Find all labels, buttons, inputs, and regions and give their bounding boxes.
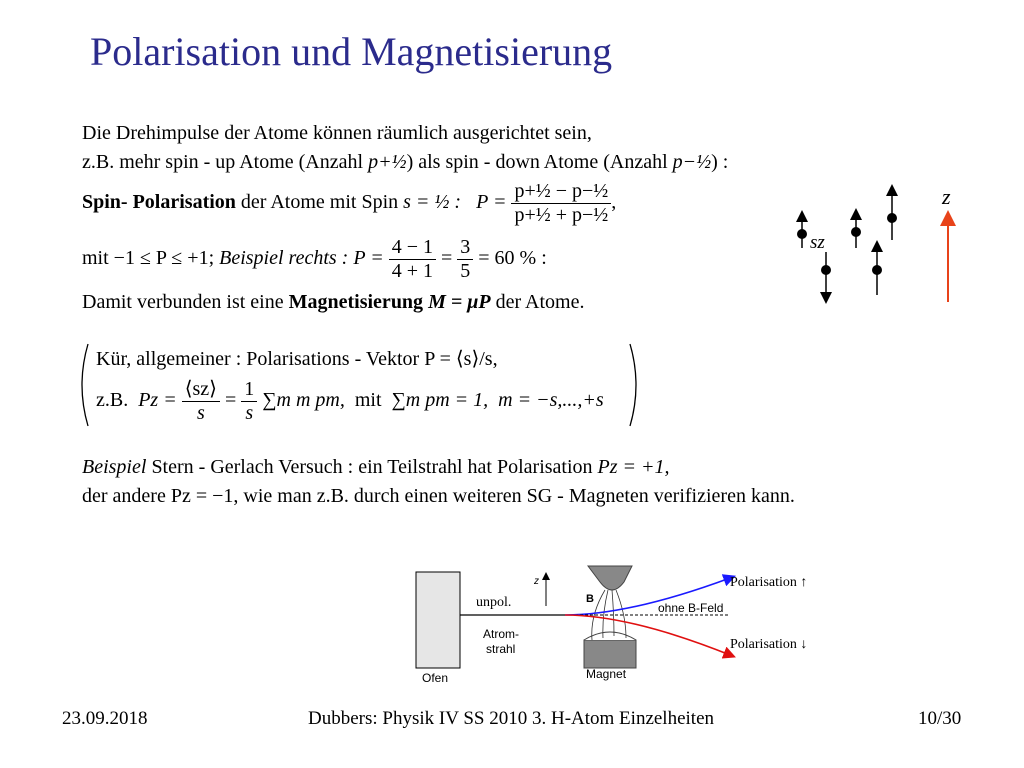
spinpol-s: s = ½ : <box>403 191 462 214</box>
footer-page-number: 10/30 <box>918 708 962 729</box>
magnetisierung-line: Damit verbunden ist eine Magnetisierung … <box>82 291 584 314</box>
atom-dot <box>797 229 807 239</box>
damit-a: Damit verbunden ist eine <box>82 291 289 313</box>
intro-2b: ) als spin - down Atome (Anzahl <box>406 151 673 173</box>
ex-num1: 4 − 1 <box>388 236 436 260</box>
beispiel-text: Stern - Gerlach Versuch : ein Teilstrahl… <box>146 456 598 478</box>
intro-line-2: z.B. mehr spin - up Atome (Anzahl p+½) a… <box>82 151 728 174</box>
intro-line-1: Die Drehimpulse der Atome können räumlic… <box>82 122 592 144</box>
oven-box <box>415 571 461 669</box>
kur-num: ⟨sz⟩ <box>181 378 220 402</box>
atom-dot <box>887 213 897 223</box>
strahl-label: strahl <box>486 642 515 656</box>
pol-up-label: Polarisation ↑ <box>730 575 807 590</box>
kur-mit: mit <box>354 389 382 412</box>
page-title: Polarisation und Magnetisierung <box>90 29 613 74</box>
unpol-label: unpol. <box>476 595 511 610</box>
comma: , <box>611 191 617 214</box>
atom-dot <box>872 265 882 275</box>
magnet-top <box>587 565 633 591</box>
atom-dot <box>821 265 831 275</box>
beispiel-label: Beispiel <box>82 456 147 478</box>
z-axis-label: z <box>941 184 951 209</box>
kur-den2: s <box>245 402 254 424</box>
pol-down-label: Polarisation ↓ <box>730 637 807 652</box>
ex-den2: 5 <box>460 260 471 282</box>
footer-title: Dubbers: Physik IV SS 2010 3. H-Atom Ein… <box>308 708 715 729</box>
spinpol-P: P = <box>476 191 507 214</box>
example-result: = 60 % : <box>478 247 547 270</box>
magnet-groove <box>583 631 637 641</box>
kur-sum-2: ∑m pm = 1, <box>391 389 489 412</box>
kur-brackets <box>81 343 637 427</box>
fraction-denominator: p+½ + p−½ <box>514 204 609 226</box>
intro-2a: z.B. mehr spin - up Atome (Anzahl <box>82 151 369 173</box>
ex-den1: 4 + 1 <box>391 260 433 282</box>
footer-date: 23.09.2018 <box>62 708 148 729</box>
spin-diagram: z sz <box>796 184 956 304</box>
ohne-b-feld-label: ohne B-Feld <box>658 601 723 615</box>
z-small-label: z <box>533 576 539 587</box>
magnetisierung-term: Magnetisierung <box>288 291 424 313</box>
kur-line-1: Kür, allgemeiner : Polarisations - Vekto… <box>96 348 498 370</box>
atomstrahl-label: Atrom- <box>483 627 519 641</box>
beispiel-line: Beispiel Stern - Gerlach Versuch : ein T… <box>82 456 670 479</box>
fraction-numerator: p+½ − p−½ <box>511 180 612 204</box>
spin-polarisation-term: Spin- Polarisation <box>82 191 236 214</box>
magnet-bottom <box>583 639 637 669</box>
kur-range: m = −s,...,+s <box>498 389 604 412</box>
beam-polarisation-down <box>564 614 736 659</box>
beispiel-Pz: Pz = +1, <box>597 456 670 478</box>
kur-Pz: Pz = <box>138 389 177 412</box>
kur-num2: 1 <box>241 378 258 402</box>
b-field-label: B <box>586 593 594 605</box>
p-minus: p−½ <box>672 151 712 173</box>
oven-label: Ofen <box>422 671 448 685</box>
beispiel-rechts: Beispiel rechts : <box>219 247 349 270</box>
andere-line: der andere Pz = −1, wie man z.B. durch e… <box>82 485 795 507</box>
spin-polarisation-line: Spin- Polarisation der Atome mit Spin s … <box>82 180 616 227</box>
sz-label: sz <box>810 232 825 253</box>
p-plus: p+½ <box>368 151 407 173</box>
example-line: mit −1 ≤ P ≤ +1; Beispiel rechts : P = 4… <box>82 236 547 283</box>
intro-2c: ) : <box>711 151 729 173</box>
example-P: P = <box>353 247 384 270</box>
magnetisierung-formula: M = μP <box>428 291 491 313</box>
kur-fraction-1: ⟨sz⟩s <box>181 378 220 425</box>
beam-polarisation-up <box>564 574 737 616</box>
mit-range: mit −1 ≤ P ≤ +1; <box>82 247 215 270</box>
kur-sum-1: ∑m m pm, <box>262 389 345 412</box>
damit-b: der Atome. <box>490 291 585 313</box>
magnet-label: Magnet <box>586 667 627 681</box>
atom-dot <box>851 227 861 237</box>
ex-num2: 3 <box>457 236 474 260</box>
kur-den: s <box>196 402 205 424</box>
stern-gerlach-diagram: Ofen unpol. Atrom- strahl z B Magnet ohn… <box>415 565 807 685</box>
kur-zb: z.B. <box>96 389 129 412</box>
spinpol-rest: der Atome mit Spin <box>235 191 404 214</box>
